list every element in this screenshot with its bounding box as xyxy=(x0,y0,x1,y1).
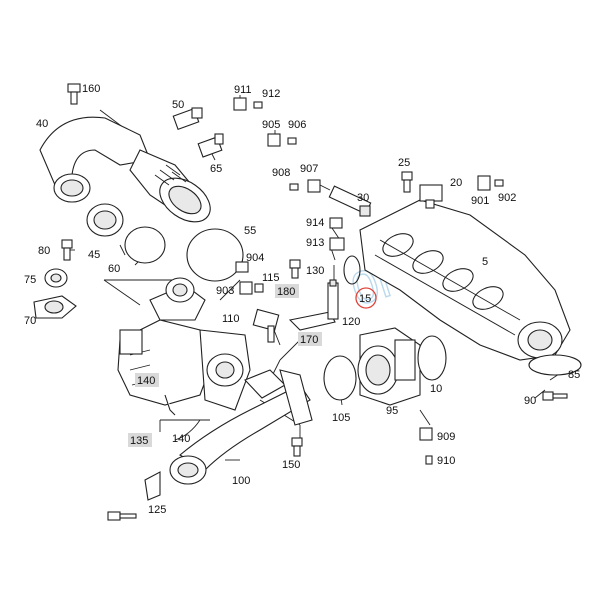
label-130: 130 xyxy=(306,265,324,277)
label-115: 115 xyxy=(262,272,280,284)
label-909: 909 xyxy=(437,431,455,443)
part-905-connector xyxy=(267,133,281,147)
part-20-sensor xyxy=(419,184,443,209)
label-90: 90 xyxy=(524,395,536,407)
part-90-bolt xyxy=(542,391,568,401)
part-70-flange xyxy=(33,295,77,319)
turbocharger-assembly xyxy=(117,277,251,411)
part-85-seal xyxy=(528,354,582,376)
part-910-connector xyxy=(425,455,433,465)
part-160-bolt xyxy=(67,83,81,105)
highlight-140a xyxy=(135,373,159,387)
highlight-ring-15 xyxy=(355,287,377,309)
part-913-connector xyxy=(329,237,345,251)
label-150: 150 xyxy=(282,459,300,471)
label-160: 160 xyxy=(82,83,100,95)
part-bracket-arm xyxy=(279,369,313,426)
label-905: 905 xyxy=(262,119,280,131)
label-140b: 140 xyxy=(172,433,190,445)
part-901-connector xyxy=(477,175,491,191)
label-80: 80 xyxy=(38,245,50,257)
label-85: 85 xyxy=(568,369,580,381)
part-120-sensor xyxy=(327,279,339,320)
part-100-intake-pipe xyxy=(169,369,311,485)
label-95: 95 xyxy=(386,405,398,417)
label-105: 105 xyxy=(332,412,350,424)
label-120: 120 xyxy=(342,316,360,328)
part-911-connector xyxy=(233,97,247,111)
label-100: 100 xyxy=(232,475,250,487)
part-906-connector xyxy=(287,137,297,145)
part-902-connector xyxy=(494,179,504,187)
part-45-seal-inner xyxy=(93,210,117,230)
label-15: 15 xyxy=(359,293,371,305)
part-30-sensor xyxy=(328,185,372,217)
label-908: 908 xyxy=(272,167,290,179)
label-20: 20 xyxy=(450,177,462,189)
part-60-clamp xyxy=(124,226,166,264)
highlight-180 xyxy=(275,284,299,298)
label-906: 906 xyxy=(288,119,306,131)
part-10-seal xyxy=(417,335,447,381)
label-901: 901 xyxy=(471,195,489,207)
highlight-170 xyxy=(298,332,322,346)
label-910: 910 xyxy=(437,455,455,467)
part-170-bracket xyxy=(288,311,336,331)
part-110-sensor xyxy=(252,308,280,343)
part-907-connector xyxy=(307,179,321,193)
label-912: 912 xyxy=(262,88,280,100)
part-908-connector xyxy=(289,183,299,191)
label-40: 40 xyxy=(36,118,48,130)
part-75-ring-inner xyxy=(50,273,62,283)
part-95-throttle-body xyxy=(357,327,421,406)
part-40-intake-hose xyxy=(39,116,211,223)
label-65: 65 xyxy=(210,163,222,175)
label-50: 50 xyxy=(172,99,184,111)
part-15-gasket xyxy=(343,255,361,285)
label-902: 902 xyxy=(498,192,516,204)
part-80-bolt xyxy=(61,239,73,261)
label-907: 907 xyxy=(300,163,318,175)
label-125: 125 xyxy=(148,504,166,516)
part-150-bolt xyxy=(291,437,303,457)
label-45: 45 xyxy=(88,249,100,261)
part-65-sensor xyxy=(197,133,224,158)
label-5: 5 xyxy=(482,256,488,268)
part-50-sensor xyxy=(172,107,203,131)
label-903: 903 xyxy=(216,285,234,297)
label-170: 170 xyxy=(300,334,318,346)
label-911: 911 xyxy=(234,84,252,96)
label-914: 914 xyxy=(306,217,324,229)
part-130-bolt xyxy=(289,259,301,279)
label-10: 10 xyxy=(430,383,442,395)
part-140-pipe-b xyxy=(174,419,201,441)
part-125-bracket xyxy=(107,471,161,521)
label-913: 913 xyxy=(306,237,324,249)
label-30: 30 xyxy=(357,192,369,204)
part-903-connector xyxy=(239,281,264,295)
part-105-seal xyxy=(323,355,357,401)
part-25-bolt xyxy=(401,171,413,193)
label-110: 110 xyxy=(222,313,240,325)
label-140a: 140 xyxy=(137,375,155,387)
callout-labels: 160 911 912 50 905 906 40 65 908 907 25 … xyxy=(24,83,580,516)
label-75: 75 xyxy=(24,274,36,286)
label-55: 55 xyxy=(244,225,256,237)
label-135: 135 xyxy=(130,435,148,447)
label-25: 25 xyxy=(398,157,410,169)
part-914-connector xyxy=(329,217,343,229)
highlight-135 xyxy=(128,433,152,447)
part-912-connector xyxy=(253,101,263,109)
label-180: 180 xyxy=(277,286,295,298)
part-909-connector xyxy=(419,427,433,441)
label-904: 904 xyxy=(246,252,264,264)
part-904-connector xyxy=(235,261,249,273)
label-70: 70 xyxy=(24,315,36,327)
label-60: 60 xyxy=(108,263,120,275)
part-140-pipe-a xyxy=(164,394,176,416)
part-55-clamp xyxy=(186,228,244,282)
